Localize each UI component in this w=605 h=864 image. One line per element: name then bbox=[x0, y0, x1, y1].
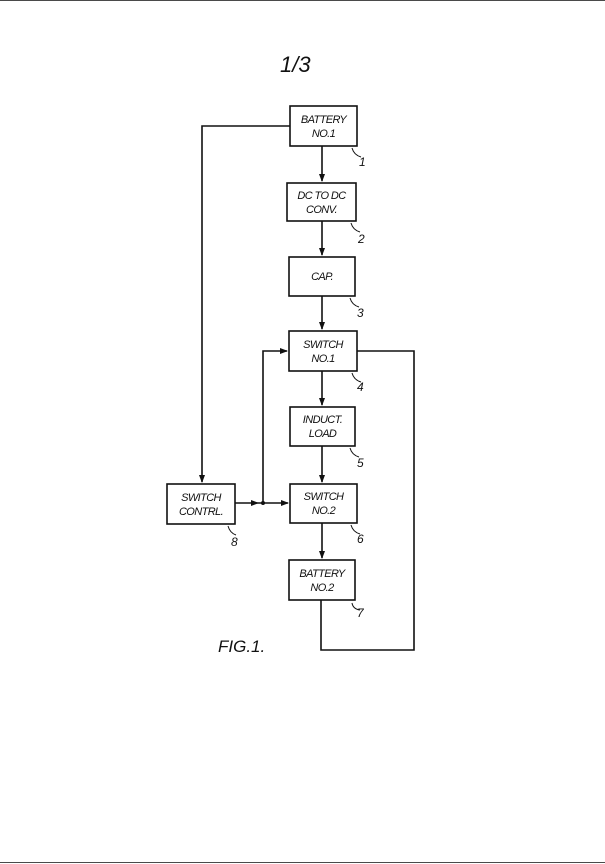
block-label-line2: NO.1 bbox=[312, 128, 336, 140]
block-label: CAP. bbox=[311, 271, 333, 283]
block-dc-dc-converter: DC TO DC CONV. 2 bbox=[286, 182, 365, 246]
ref-numeral: 5 bbox=[357, 456, 364, 470]
block-label-line1: SWITCH bbox=[304, 491, 344, 503]
block-label-line2: NO.2 bbox=[312, 505, 336, 517]
bottom-border bbox=[0, 862, 605, 863]
figure-label: FIG.1. bbox=[218, 637, 265, 656]
block-battery-1: BATTERY NO.1 1 bbox=[289, 105, 366, 169]
block-label-line1: BATTERY bbox=[301, 114, 348, 126]
wire-junction-4 bbox=[262, 348, 288, 503]
ref-numeral: 7 bbox=[357, 606, 365, 620]
block-inductive-load: INDUCT. LOAD 5 bbox=[289, 406, 364, 470]
block-switch-control: SWITCH CONTRL. 8 bbox=[166, 483, 238, 549]
ref-numeral: 4 bbox=[357, 380, 364, 394]
wires bbox=[199, 125, 415, 651]
block-label-line1: SWITCH bbox=[181, 492, 221, 504]
block-label-line2: NO.2 bbox=[310, 582, 334, 594]
page-number: 1/3 bbox=[280, 52, 311, 77]
block-battery-2: BATTERY NO.2 7 bbox=[288, 559, 365, 620]
ref-numeral: 6 bbox=[357, 532, 364, 546]
top-border bbox=[0, 0, 605, 1]
ref-numeral: 2 bbox=[357, 232, 365, 246]
junction-dot bbox=[261, 501, 265, 505]
block-label-line2: CONTRL. bbox=[179, 506, 223, 518]
block-capacitor: CAP. 3 bbox=[288, 256, 364, 320]
block-label-line2: LOAD bbox=[309, 428, 337, 440]
block-label-line2: CONV. bbox=[306, 204, 338, 216]
ref-numeral: 1 bbox=[359, 155, 366, 169]
block-switch-2: SWITCH NO.2 6 bbox=[289, 483, 364, 546]
block-label-line1: BATTERY bbox=[299, 568, 346, 580]
block-label-line1: INDUCT. bbox=[303, 414, 343, 426]
block-label-line1: DC TO DC bbox=[297, 190, 346, 202]
wire-1-8 bbox=[199, 125, 290, 483]
ref-numeral: 8 bbox=[231, 535, 238, 549]
block-switch-1: SWITCH NO.1 4 bbox=[288, 330, 364, 394]
block-label-line1: SWITCH bbox=[303, 339, 343, 351]
wire-return-loop bbox=[320, 350, 415, 651]
ref-numeral: 3 bbox=[357, 306, 364, 320]
block-label-line2: NO.1 bbox=[311, 353, 335, 365]
